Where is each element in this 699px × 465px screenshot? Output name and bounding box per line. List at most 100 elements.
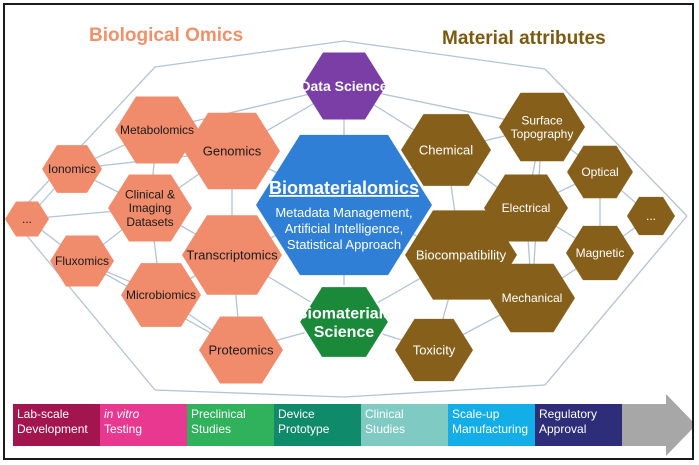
hex-microbiomics: Microbiomics (121, 263, 201, 327)
hex-fluxomics: Fluxomics (50, 235, 114, 287)
hex-shape (567, 145, 633, 199)
pipeline-stage-label: Testing (104, 422, 143, 436)
hex-label: Chemical (419, 143, 473, 158)
pipeline-stage-label: Device (278, 407, 315, 421)
hex-label: Imaging (129, 201, 172, 215)
envelope-line (343, 40, 546, 70)
hex-label: Data Science (300, 78, 387, 94)
center-title: Biomaterialomics (269, 178, 419, 198)
envelope-line (154, 389, 345, 398)
hex-shape (405, 210, 517, 300)
hex-metabolomics: Metabolomics (115, 96, 199, 164)
hex-label: Surface (521, 113, 563, 127)
hex-label: Electrical (502, 201, 551, 215)
hex-proteomics: Proteomics (199, 316, 283, 384)
hex-label: Magnetic (576, 246, 625, 260)
pipeline-stage-label: Preclinical (191, 407, 246, 421)
hex-label: ... (646, 209, 656, 223)
hex-label: Genomics (203, 144, 262, 159)
hex-shape (484, 174, 568, 242)
hex-shape (302, 52, 386, 120)
hex-label: Proteomics (208, 343, 274, 358)
hex-electrical: Electrical (484, 174, 568, 242)
hex-label: Fluxomics (55, 254, 109, 268)
hex-magnetic: Magnetic (566, 225, 634, 281)
pipeline-stage-label: Manufacturing (452, 422, 529, 436)
material-attributes-heading: Material attributes (442, 28, 606, 49)
hex-shape (115, 96, 199, 164)
hex-shape (108, 174, 192, 242)
hex-label: Clinical & (125, 187, 175, 201)
hex-shape (627, 196, 675, 236)
hex-toxicity: Toxicity (395, 318, 473, 382)
hex-ionomics: Ionomics (42, 145, 102, 193)
envelope-line (343, 384, 546, 398)
hex-chemical: Chemical (401, 114, 491, 186)
hex-shape (566, 225, 634, 281)
hex-shape (50, 235, 114, 287)
hex-label: Transcriptomics (186, 248, 278, 263)
pipeline-arrow (622, 394, 692, 456)
hex-label: Toxicity (413, 343, 456, 358)
hex-label: Datasets (126, 215, 173, 229)
hex-shape (297, 285, 391, 359)
hex-label: Metabolomics (120, 123, 194, 137)
hex-biocompatibility: Biocompatibility (405, 210, 517, 300)
hex-ellipsis-left: ... (5, 201, 49, 237)
hex-label: Biocompatibility (416, 248, 507, 263)
pipeline-stage-label: Approval (539, 422, 587, 436)
hex-mechanical: Mechanical (489, 263, 575, 333)
hex-shape (184, 112, 280, 190)
hex-shape (42, 145, 102, 193)
hex-label: Science (314, 324, 375, 341)
hex-shape (489, 263, 575, 333)
hex-label: ... (22, 212, 32, 226)
center-subtitle-line: Metadata Management, (275, 205, 412, 220)
hex-label: Microbiomics (126, 288, 196, 302)
envelope-line (12, 66, 156, 220)
hex-shape (182, 215, 282, 295)
figure-frame: Biological Omics Material attributes Ion… (3, 3, 694, 460)
pipeline-stage-label: Scale-up (452, 407, 500, 421)
hex-shape (499, 92, 585, 162)
envelope-line (544, 68, 688, 217)
hex-label: Topography (511, 127, 574, 141)
envelope-line (12, 218, 156, 391)
hex-shape (395, 318, 473, 382)
envelope-line (154, 40, 345, 68)
center-subtitle-line: Statistical Approach (287, 237, 401, 252)
hex-label: Ionomics (48, 162, 96, 176)
arrow-head (622, 394, 692, 456)
hex-data-science: Data Science (300, 52, 388, 120)
hex-label: Biomaterials (296, 305, 392, 322)
network-diagram: Ionomics... Fluxomics MetabolomicsClinical… (5, 40, 688, 398)
hex-ellipsis-right: ... (627, 196, 675, 236)
center-subtitle-line: Artificial Intelligence, (285, 221, 404, 236)
hex-shape (199, 316, 283, 384)
envelope-line (544, 215, 688, 386)
pipeline-stage-label: Prototype (278, 422, 330, 436)
hex-label: Mechanical (502, 291, 563, 305)
pipeline-stage-label: in vitro (104, 407, 140, 421)
hex-optical: Optical (567, 145, 633, 199)
pipeline-stage-label: Clinical (365, 407, 404, 421)
hex-transcriptomics: Transcriptomics (182, 215, 282, 295)
pipeline-stage-label: Studies (191, 422, 232, 436)
pipeline-stage-label: Regulatory (539, 407, 598, 421)
hex-shape (121, 263, 201, 327)
hex-shape (401, 114, 491, 186)
biological-omics-heading: Biological Omics (89, 25, 244, 46)
hex-genomics: Genomics (184, 112, 280, 190)
pipeline-stage-label: Studies (365, 422, 406, 436)
